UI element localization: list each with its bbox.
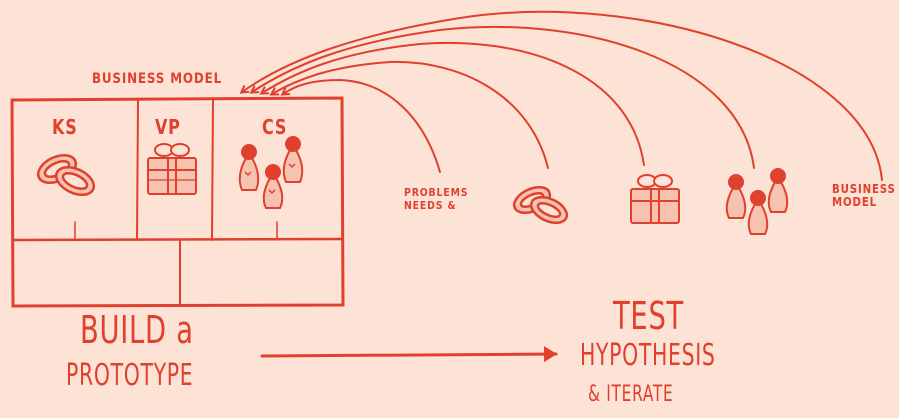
assumption-problems-needs: PROBLEMS NEEDS & [404, 186, 469, 212]
build-line1: BUILD a [80, 308, 194, 352]
rings-icon [36, 153, 96, 197]
block-label-vp: VP [155, 115, 181, 139]
arc-problems [283, 78, 441, 173]
assumption-business-model: BUSINESS MODEL [832, 182, 896, 209]
build-to-test-arrow [260, 346, 558, 363]
assumption-rings-icon [512, 185, 569, 225]
test-line3: & ITERATE [588, 382, 674, 407]
penguins-icon [238, 136, 304, 209]
test-line2: HYPOTHESIS [580, 338, 716, 373]
business-model-canvas [10, 96, 345, 308]
block-label-ks: KS [52, 115, 78, 139]
arc-vp [262, 41, 645, 166]
test-line1: TEST [613, 294, 684, 338]
arc-ks [272, 60, 549, 169]
block-label-cs: CS [262, 115, 288, 139]
gift-icon [147, 143, 197, 195]
arc-cs [252, 25, 755, 169]
assumption-gift-icon [630, 174, 680, 224]
feedback-arrows [242, 10, 883, 181]
assumption-penguins-icon [725, 168, 789, 235]
arc-business-model [242, 10, 883, 181]
canvas-title: BUSINESS MODEL [92, 71, 223, 87]
build-line2: PROTOTYPE [66, 358, 194, 393]
